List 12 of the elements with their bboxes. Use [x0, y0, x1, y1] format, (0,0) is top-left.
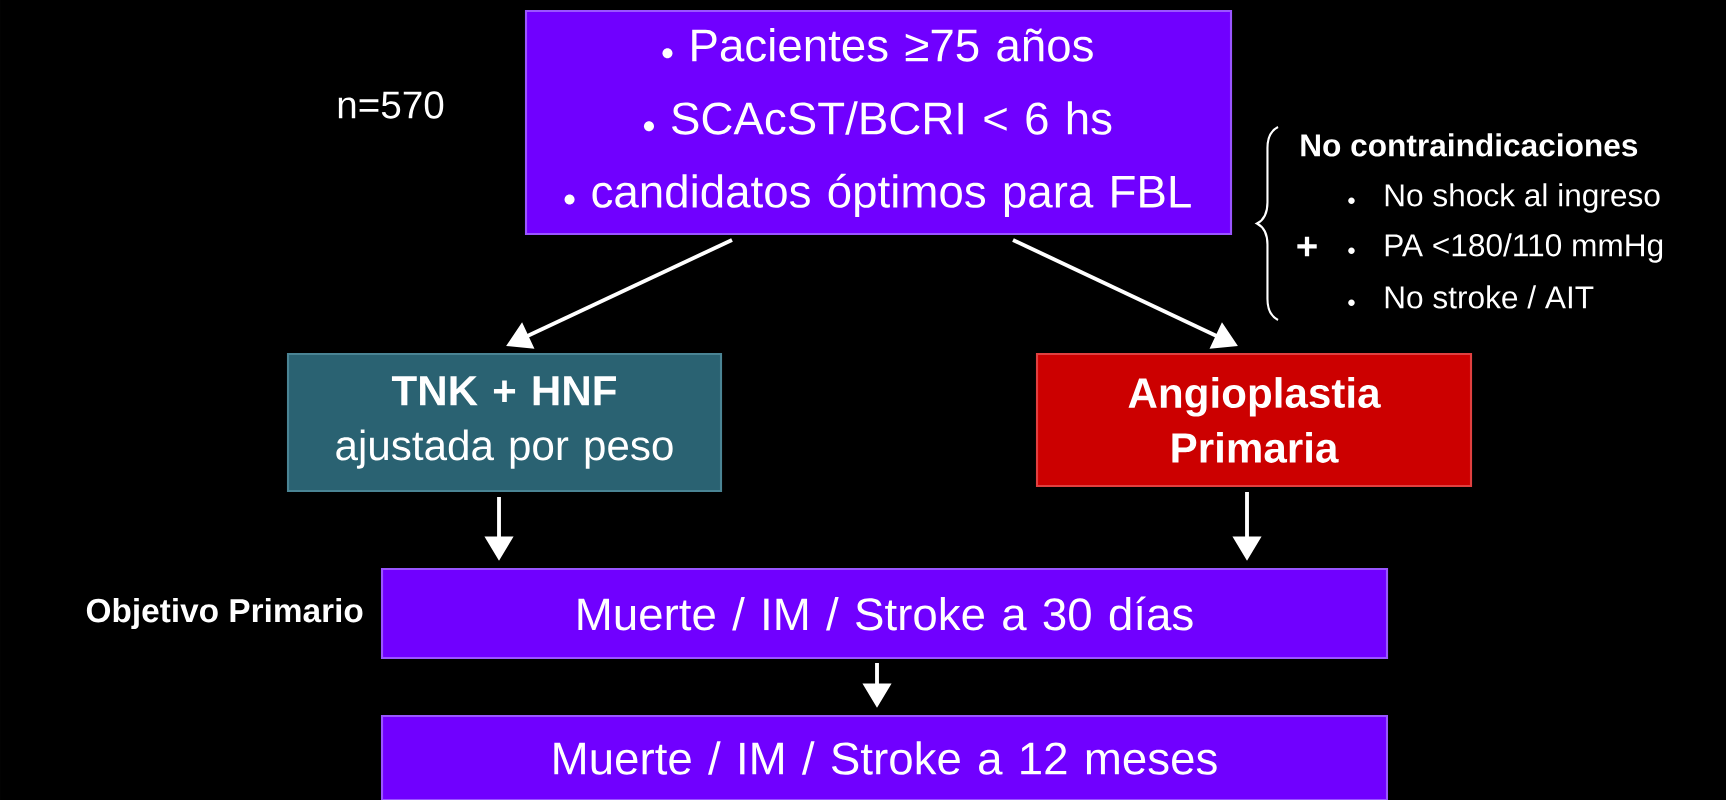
- treatment-box: TNK + HNF ajustada por peso: [286, 352, 723, 493]
- list-item: No shock al ingreso: [1348, 183, 1660, 213]
- outcome-box: Muerte / IM / Stroke a 12 meses: [380, 714, 1389, 800]
- list-heading: No contraindicaciones: [1301, 133, 1638, 157]
- list-item: PA <180/110 mmHg: [1348, 233, 1663, 263]
- plus-sign: +: [1297, 236, 1317, 257]
- sample-size-label: n=570: [338, 91, 444, 119]
- criteria-box: Pacientes ≥75 años SCAcST/BCRI < 6 hs candidatos óptimos para FBL: [524, 9, 1233, 236]
- treatment-box: Angioplastia Primaria: [1035, 352, 1473, 488]
- outcome-box: Muerte / IM / Stroke a 30 días: [380, 567, 1389, 660]
- side-label: Objetivo Primario: [86, 597, 363, 630]
- list-item: No stroke / AIT: [1348, 285, 1594, 309]
